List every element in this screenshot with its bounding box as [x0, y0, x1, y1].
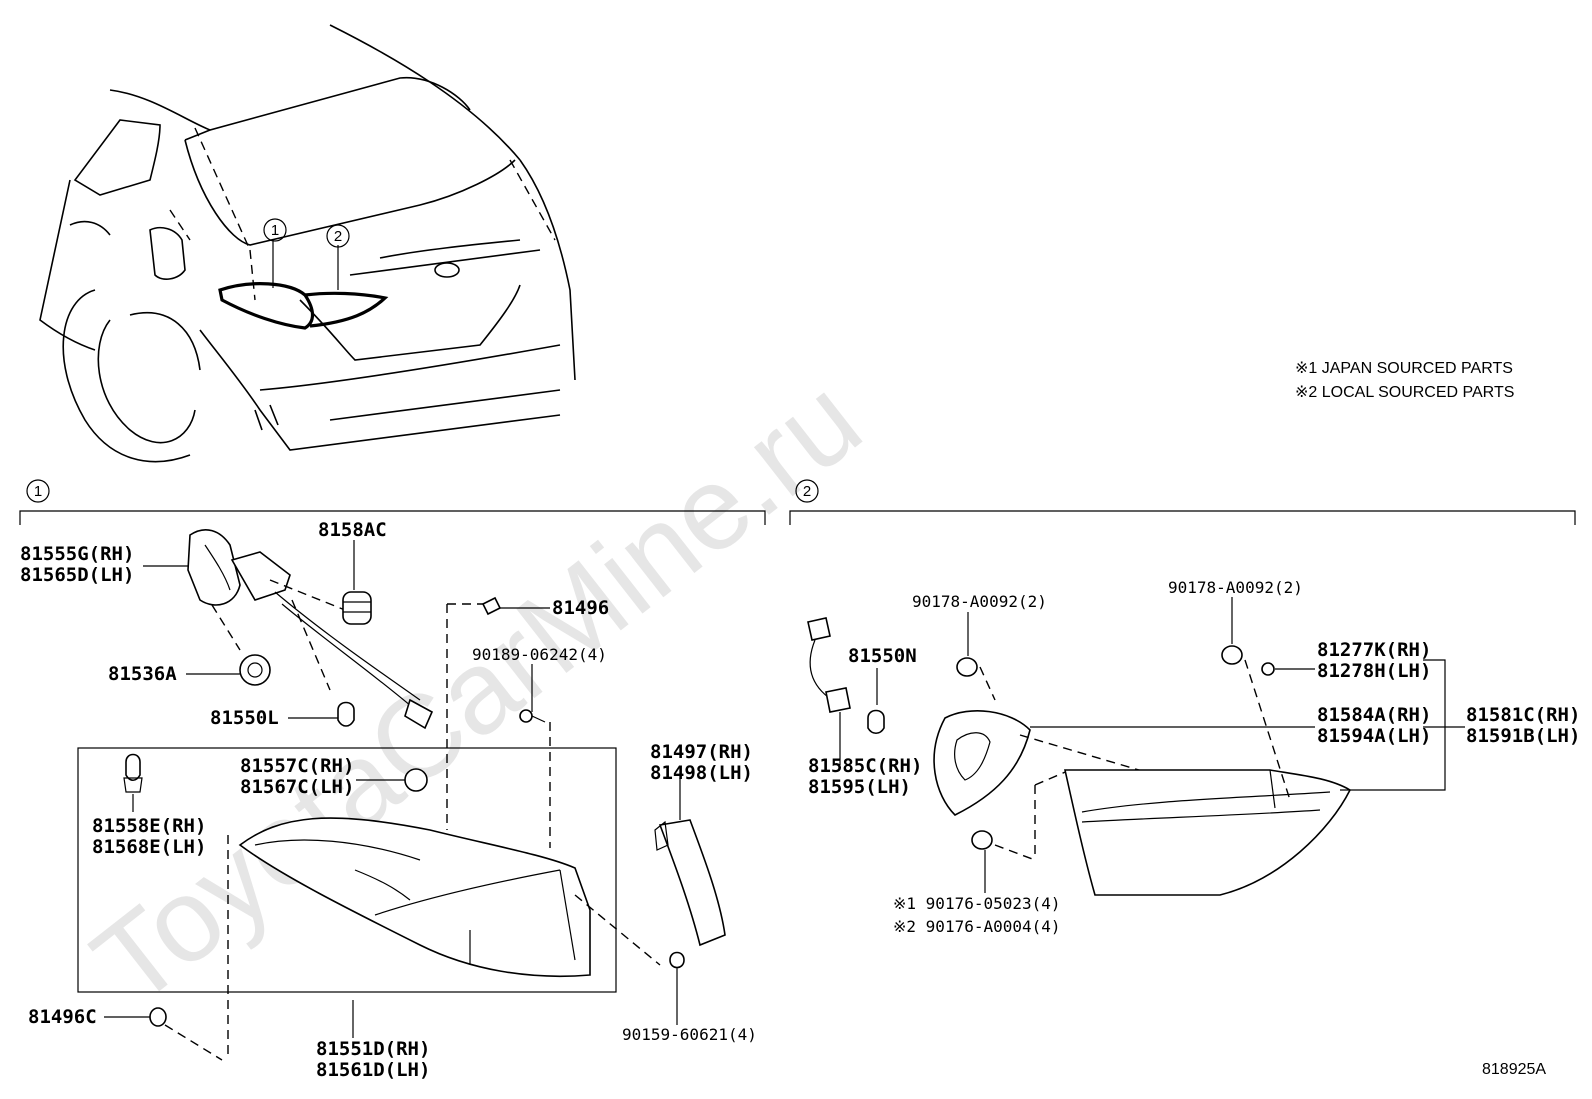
part-81550L: 81550L — [210, 707, 279, 729]
part-81497: 81497(RH) — [650, 741, 753, 763]
part-81585C: 81585C(RH) — [808, 755, 922, 777]
part-81536A: 81536A — [108, 663, 177, 685]
part-81277K: 81277K(RH) — [1317, 639, 1431, 661]
part-90176-05023: ※1 90176-05023(4) — [893, 894, 1061, 913]
part-90176-A0004: ※2 90176-A0004(4) — [893, 917, 1061, 936]
part-90178-A0092-left: 90178-A0092(2) — [912, 592, 1047, 611]
part-81555G: 81555G(RH) — [20, 543, 134, 565]
part-81565D: 81565D(LH) — [20, 564, 134, 586]
part-81558E: 81558E(RH) — [92, 815, 206, 837]
note-local-sourced: ※2 LOCAL SOURCED PARTS — [1295, 384, 1514, 401]
part-81595: 81595(LH) — [808, 776, 911, 798]
part-81498: 81498(LH) — [650, 762, 753, 784]
part-90159: 90159-60621(4) — [622, 1025, 757, 1044]
callout-1: 1 — [271, 222, 279, 239]
part-81561D: 81561D(LH) — [316, 1059, 430, 1081]
figure-id: 818925A — [1482, 1061, 1546, 1078]
part-81581C: 81581C(RH) — [1466, 704, 1580, 726]
part-81567C: 81567C(LH) — [240, 776, 354, 798]
part-81591B: 81591B(LH) — [1466, 725, 1580, 747]
section-1-marker: 1 — [34, 483, 42, 500]
part-81496C: 81496C — [28, 1006, 97, 1028]
callout-2: 2 — [334, 228, 342, 245]
part-81594A: 81594A(LH) — [1317, 725, 1431, 747]
part-81584A: 81584A(RH) — [1317, 704, 1431, 726]
section-2-marker: 2 — [803, 483, 811, 500]
part-81550N: 81550N — [848, 645, 917, 667]
part-81568E: 81568E(LH) — [92, 836, 206, 858]
part-90189: 90189-06242(4) — [472, 645, 607, 664]
part-81557C: 81557C(RH) — [240, 755, 354, 777]
section-2-back-door-lamp: 2 — [789, 479, 1580, 936]
part-81496: 81496 — [552, 597, 609, 619]
part-8158AC: 8158AC — [318, 519, 387, 541]
part-90178-A0092-right: 90178-A0092(2) — [1168, 578, 1303, 597]
note-japan-sourced: ※1 JAPAN SOURCED PARTS — [1295, 360, 1513, 377]
part-81551D: 81551D(RH) — [316, 1038, 430, 1060]
section-1-rear-combination-lamp: 1 — [19, 479, 766, 1081]
car-rear-view-illustration: 1 2 — [39, 24, 576, 463]
part-81278H: 81278H(LH) — [1317, 660, 1431, 682]
